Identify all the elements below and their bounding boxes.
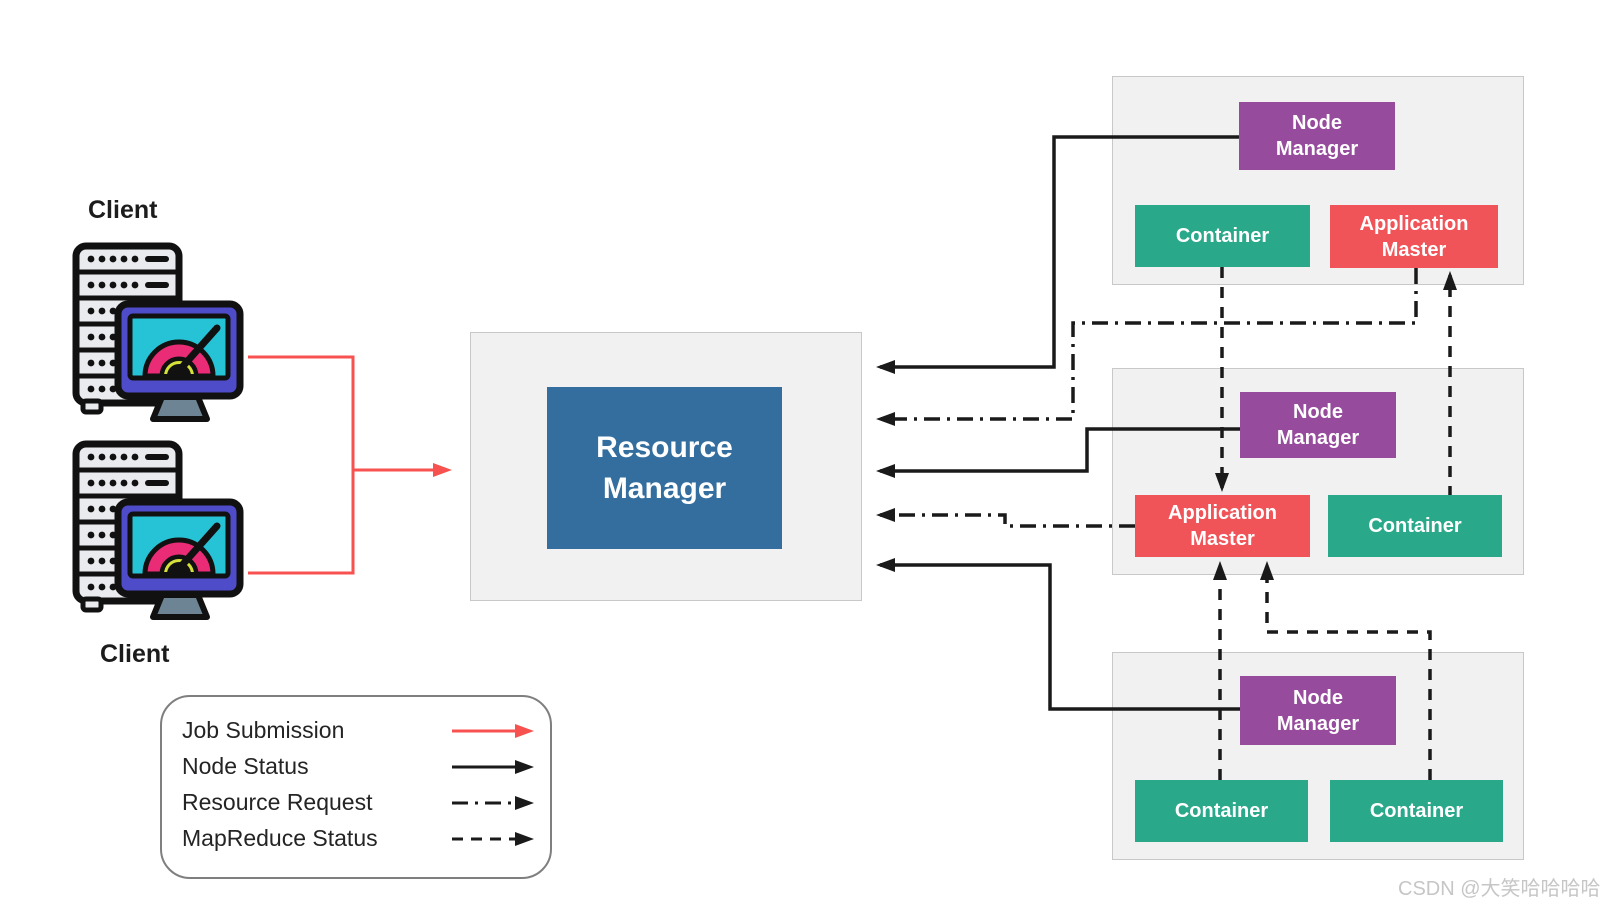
legend-label-node-status: Node Status [182, 753, 309, 779]
resource-manager-label-line2: Manager [602, 472, 727, 505]
client-computer-icon-top [72, 242, 244, 422]
resource-request-line-top-am [876, 268, 1418, 426]
node-manager-label-line2: Manager [1276, 427, 1360, 449]
resource-manager-box: Resource Manager [547, 387, 782, 549]
app-master-label-line2: Master [1190, 528, 1255, 550]
client-label-top: Client [88, 196, 158, 224]
node-manager-box-bottom: Node Manager [1240, 676, 1396, 745]
container-label: Container [1369, 800, 1464, 822]
legend-sample-resource-request-arrow [452, 796, 534, 810]
node-manager-box-middle: Node Manager [1240, 392, 1396, 458]
resource-request-line-middle-am [876, 508, 1135, 528]
node-status-line-bottom-nm [876, 558, 1240, 711]
legend-row-resource-request: Resource Request [162, 785, 550, 819]
container-box-bottom-right: Container [1330, 780, 1503, 842]
app-master-label-line1: Application [1359, 212, 1469, 235]
node-manager-label-line2: Manager [1275, 138, 1359, 160]
mapreduce-status-bottomright-container-to-middle-am [1260, 561, 1432, 780]
container-box-middle-group: Container [1328, 495, 1502, 557]
application-master-box-top-group: Application Master [1330, 205, 1498, 268]
container-box-top-group: Container [1135, 205, 1310, 267]
application-master-box-middle-group: Application Master [1135, 495, 1310, 557]
client-computer-icon-bottom [72, 440, 244, 620]
legend-box: Job Submission Node Status Resource Requ… [160, 695, 552, 879]
container-box-bottom-left: Container [1135, 780, 1308, 842]
legend-label-resource-request: Resource Request [182, 789, 373, 815]
legend-sample-node-status-arrow [452, 760, 534, 774]
resource-manager-label-line1: Resource [596, 431, 733, 464]
legend-row-job-submission: Job Submission [162, 713, 550, 747]
node-manager-box-top: Node Manager [1239, 102, 1395, 170]
node-status-line-middle-nm [876, 427, 1240, 478]
legend-sample-mapreduce-status-arrow [452, 832, 534, 846]
client-label-bottom: Client [100, 640, 170, 668]
node-manager-label-line1: Node [1293, 401, 1343, 423]
container-label: Container [1368, 515, 1462, 537]
node-status-line-top-nm [876, 135, 1239, 374]
legend-label-mapreduce-status: MapReduce Status [182, 825, 378, 851]
node-manager-label-line1: Node [1292, 112, 1342, 134]
app-master-label-line2: Master [1381, 238, 1447, 261]
job-submission-line-top-client [248, 355, 355, 470]
legend-row-node-status: Node Status [162, 749, 550, 783]
csdn-watermark: CSDN @大笑哈哈哈哈 [1398, 878, 1601, 900]
legend-row-mapreduce-status: MapReduce Status [162, 821, 550, 855]
node-manager-label-line2: Manager [1276, 712, 1360, 735]
container-label: Container [1175, 225, 1270, 247]
container-label: Container [1174, 800, 1269, 822]
legend-sample-job-submission-arrow [452, 724, 534, 738]
job-submission-line-bottom-client [248, 470, 355, 575]
app-master-label-line1: Application [1168, 502, 1277, 524]
node-manager-label-line1: Node [1293, 686, 1343, 709]
legend-label-job-submission: Job Submission [182, 717, 345, 743]
